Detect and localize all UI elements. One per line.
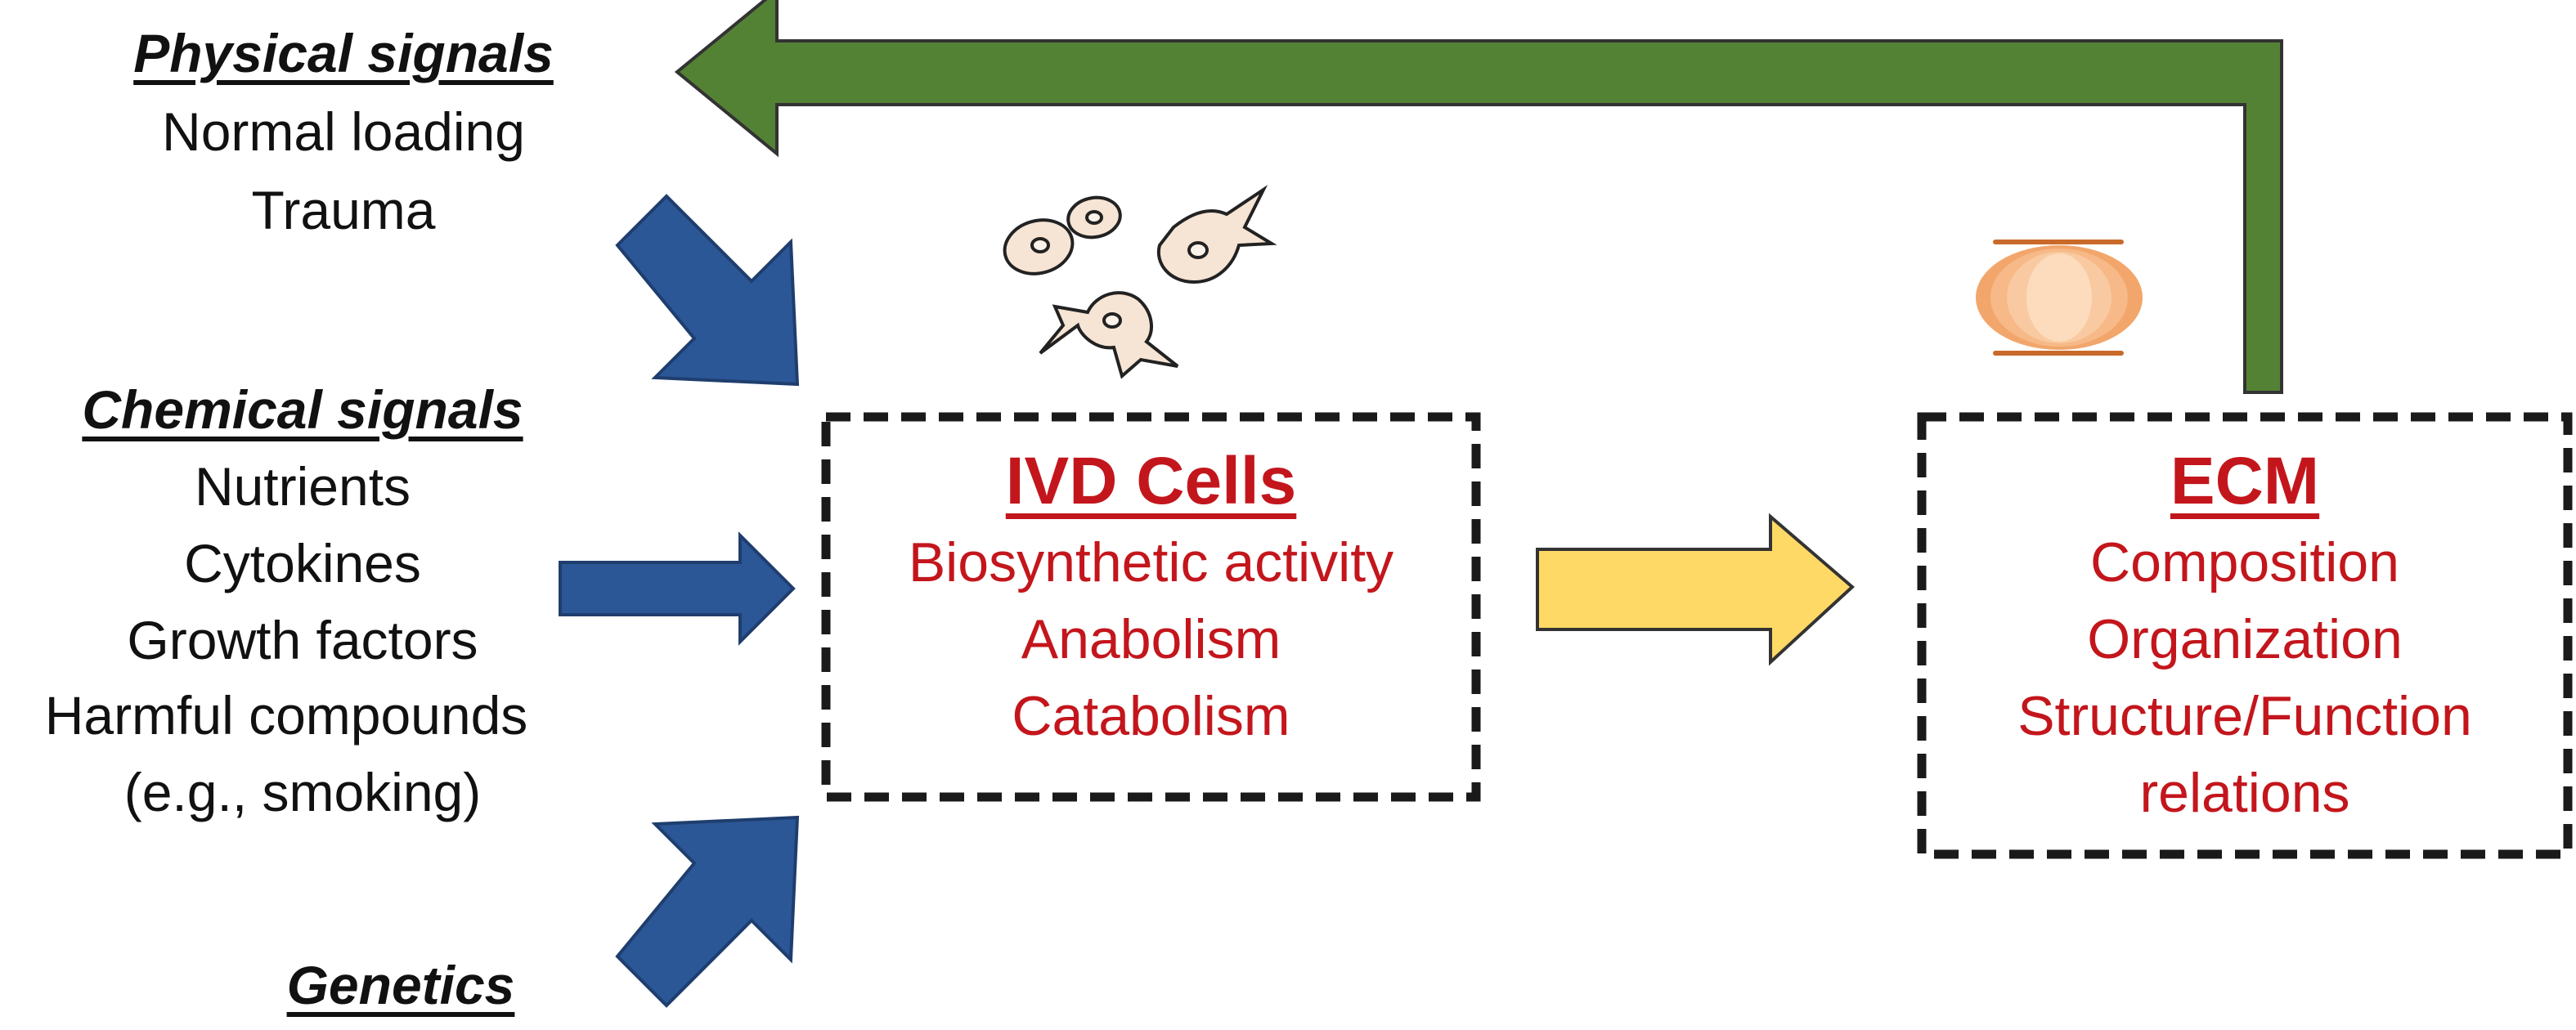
genetics-arrow xyxy=(615,815,800,1008)
ecm-item: relations xyxy=(2139,762,2350,824)
ivd-cells-item: Anabolism xyxy=(1021,608,1281,670)
physical-signal-item: Trauma xyxy=(251,180,436,240)
chemical-signal-item: (e.g., smoking) xyxy=(123,762,482,822)
chemical-signal-item: Cytokines xyxy=(184,533,421,593)
physical-signals-title: Physical signals xyxy=(133,23,554,83)
chemical-signal-item: Harmful compounds xyxy=(44,685,528,746)
chemical-signal-item: Nutrients xyxy=(194,456,411,517)
ecm-item: Organization xyxy=(2087,608,2403,670)
ivd-cells-item: Catabolism xyxy=(1012,685,1290,747)
intervertebral-disc-icon xyxy=(1976,240,2143,356)
ecm-box xyxy=(1917,412,2573,859)
chemical-signals-title: Chemical signals xyxy=(82,379,523,440)
genetics-title: Genetics xyxy=(286,955,515,1015)
ivd-cells-title: IVD Cells xyxy=(1005,444,1297,518)
ivd-cells-item: Biosynthetic activity xyxy=(908,531,1394,593)
ivd-cells-icon xyxy=(1003,185,1277,379)
physical-signal-item: Normal loading xyxy=(162,101,525,162)
feedback-arrow xyxy=(674,0,2283,394)
physical-signals-arrow xyxy=(615,194,800,387)
ecm-item: Structure/Function xyxy=(2017,685,2472,747)
chemical-signals-arrow xyxy=(559,531,796,646)
cells-to-ecm-arrow xyxy=(1536,513,1856,666)
ecm-item: Composition xyxy=(2090,531,2399,593)
chemical-signal-item: Growth factors xyxy=(127,610,478,670)
ecm-title: ECM xyxy=(2170,444,2320,518)
ivd-cells-box xyxy=(821,412,1481,802)
